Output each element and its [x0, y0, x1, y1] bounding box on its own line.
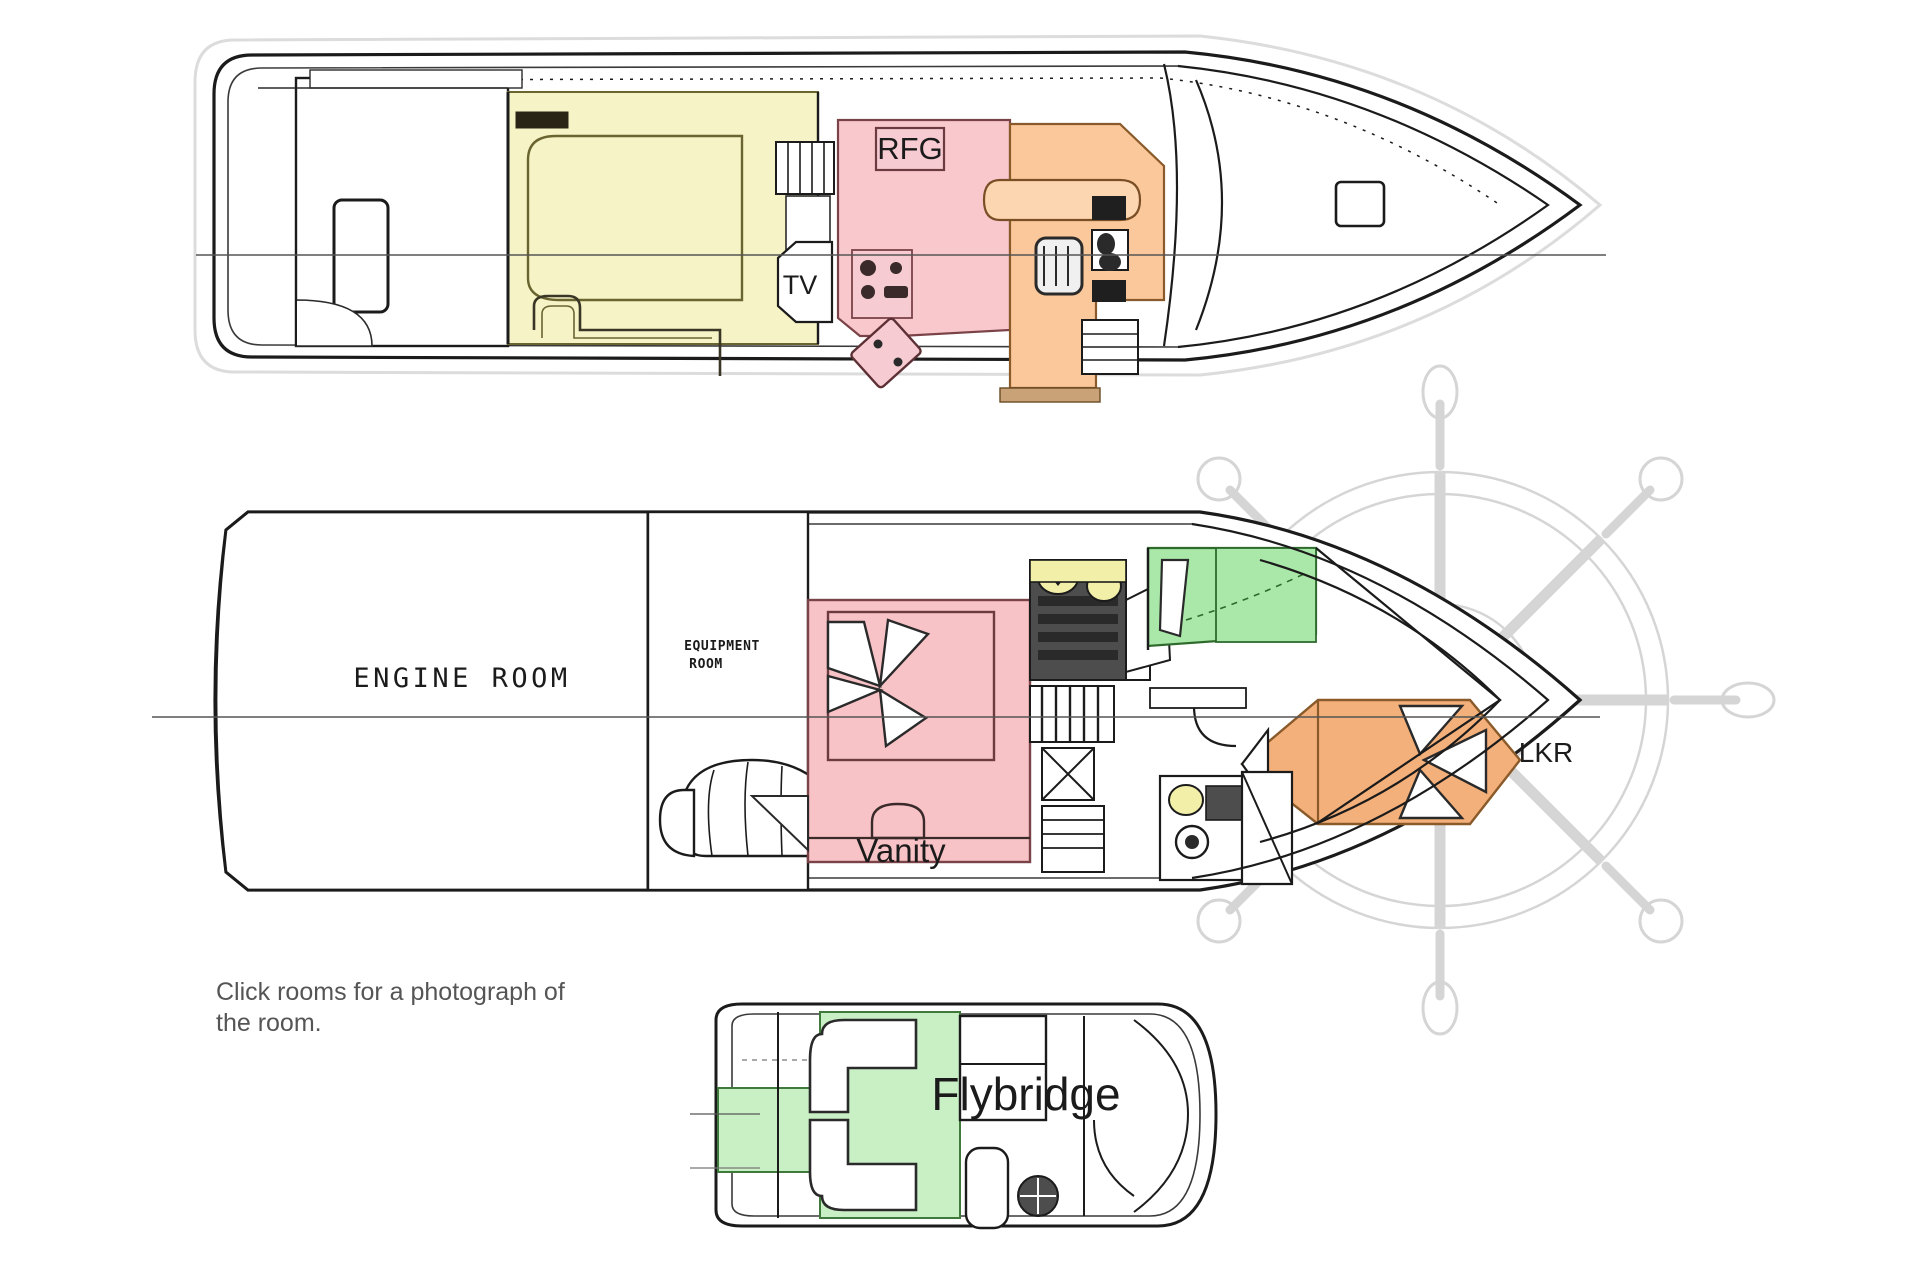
label-rfg[interactable]: RFG: [874, 126, 946, 172]
stateroom-door-swing: [749, 795, 809, 853]
room-salon[interactable]: [506, 91, 820, 376]
lkr-label[interactable]: LKR: [1519, 737, 1573, 768]
lower-deck-group: ENGINE ROOM EQUIPMENT ROOM: [152, 510, 1600, 892]
lower-head-detail: [1149, 687, 1294, 886]
lower-deck-bow-lines: [1191, 522, 1550, 880]
hint-block: Click rooms for a photograph of the room…: [216, 978, 565, 1037]
tv-nook[interactable]: [776, 240, 834, 324]
main-deck-hull-shadow: [193, 34, 1603, 377]
stair-box: [775, 141, 835, 195]
lower-deck-duct: [658, 788, 706, 858]
cockpit-door-swing: [295, 299, 373, 347]
flybridge-seat: [964, 1146, 1010, 1230]
room-cockpit[interactable]: [258, 69, 523, 348]
helm-stairs-down: [1081, 319, 1139, 375]
hint-line-1: Click rooms for a photograph of: [216, 978, 565, 1006]
flybridge-console: [958, 1014, 1048, 1122]
salon-l-sofa-inner: [541, 305, 712, 339]
toe-rail-dots: [299, 77, 1501, 206]
flybridge-settee-lower: [808, 1118, 918, 1212]
flybridge-label[interactable]: Flybridge: [931, 1068, 1120, 1120]
equipment-room-label-line2: ROOM: [689, 657, 723, 672]
room-forward-cabin[interactable]: [1240, 698, 1522, 826]
flybridge-group: Flybridge: [690, 1002, 1218, 1230]
room-galley[interactable]: [836, 118, 1012, 389]
forward-cabin-cushions: [1398, 704, 1488, 820]
guest-cabin-pillow: [1158, 558, 1190, 638]
room-master-stateroom[interactable]: Vanity: [749, 598, 1032, 869]
lower-service-block: [1029, 559, 1172, 873]
equipment-room-label-line1: EQUIPMENT: [684, 639, 760, 654]
cockpit-transom-step: [309, 69, 523, 89]
helm-threshold: [999, 387, 1101, 403]
cockpit-seat: [332, 198, 390, 314]
engine-room-area[interactable]: [214, 510, 650, 892]
salon-cabinet: [515, 111, 569, 129]
vanity-bench: [870, 802, 926, 840]
flybridge-inner-edge: [731, 1013, 1201, 1217]
main-deck-group: RFG TV: [193, 34, 1606, 403]
galley-stove: [851, 249, 913, 319]
rfg-label-box[interactable]: [874, 126, 946, 172]
vanity-label: Vanity: [856, 832, 946, 869]
flybridge-settee-upper: [808, 1018, 918, 1114]
room-helm[interactable]: [982, 122, 1166, 403]
cockpit-area[interactable]: [294, 76, 510, 348]
room-engine-room[interactable]: ENGINE ROOM: [214, 510, 650, 892]
tv-cabinet[interactable]: [776, 240, 834, 324]
guest-cabin-coverline: [1185, 571, 1309, 621]
flybridge-detail-lines: [777, 1012, 1190, 1218]
guest-cabin-berth: [1215, 547, 1317, 643]
tv-label-text: TV: [783, 270, 818, 300]
salon-furniture-outline: [526, 134, 744, 302]
rfg-label-text: RFG: [877, 131, 942, 166]
helm-seat: [1034, 236, 1084, 296]
engine-room-label: ENGINE ROOM: [353, 663, 570, 694]
salon-area[interactable]: [507, 91, 819, 345]
room-guest-cabin[interactable]: [1146, 546, 1318, 650]
salon-l-sofa: [532, 294, 722, 376]
stateroom-pillows: [826, 618, 931, 749]
main-deck-foredeck: [1162, 63, 1550, 349]
hint-line-2: the room.: [216, 1009, 322, 1037]
galley-sink: [850, 317, 922, 389]
